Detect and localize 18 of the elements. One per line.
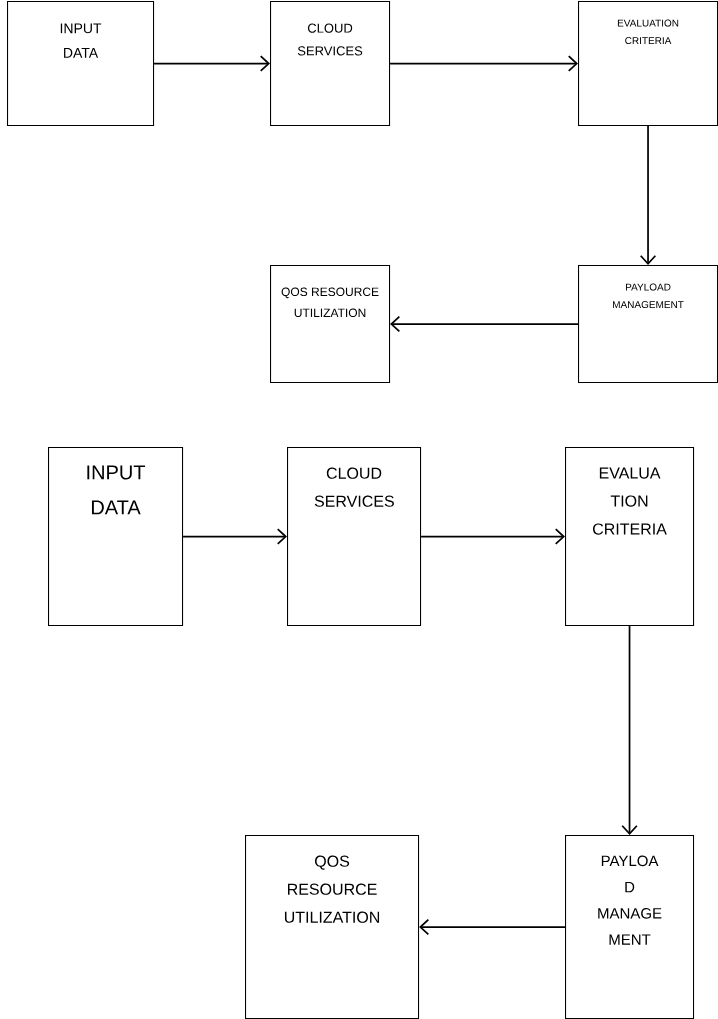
process-box: INPUT DATA: [7, 1, 155, 127]
process-box: PAYLOAD MANAGEMENT: [578, 265, 718, 384]
process-box: PAYLOA D MANAGE MENT: [565, 835, 695, 1019]
process-box: CLOUD SERVICES: [270, 1, 391, 127]
arrow: [389, 55, 578, 72]
arrow: [153, 55, 270, 72]
process-box: INPUT DATA: [48, 447, 184, 627]
process-box: CLOUD SERVICES: [287, 447, 422, 627]
process-box: EVALUA TION CRITERIA: [565, 447, 695, 627]
process-box: QOS RESOURCE UTILIZATION: [270, 265, 391, 384]
arrow: [390, 315, 579, 333]
process-box: EVALUATION CRITERIA: [578, 1, 718, 127]
arrow: [419, 918, 566, 936]
arrow: [420, 528, 565, 545]
arrow: [621, 625, 638, 835]
arrow: [639, 125, 657, 265]
arrow: [182, 528, 287, 545]
process-box: QOS RESOURCE UTILIZATION: [245, 835, 420, 1019]
